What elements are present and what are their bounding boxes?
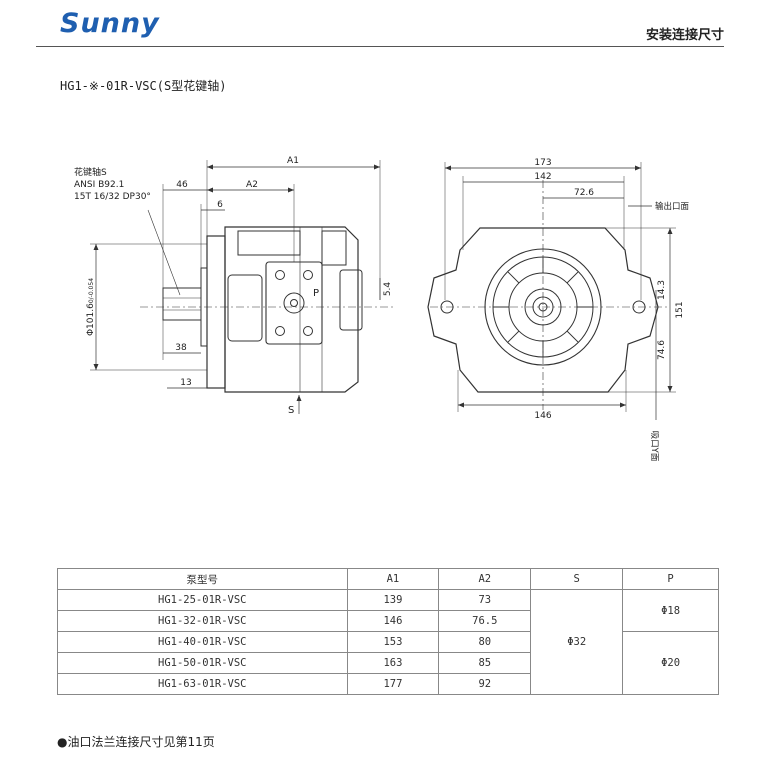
cell-a1: 153 bbox=[346, 631, 440, 653]
port-p-label: P bbox=[313, 288, 319, 299]
dim-74-6: 74.6 bbox=[657, 340, 667, 360]
cell-p-1: Φ18 bbox=[622, 589, 719, 632]
cell-p-2: Φ20 bbox=[622, 631, 719, 695]
dim-151: 151 bbox=[675, 301, 685, 318]
section-title: 安装连接尺寸 bbox=[645, 28, 724, 43]
front-view bbox=[427, 162, 676, 420]
cell-a1: 163 bbox=[346, 652, 440, 674]
dim-38: 38 bbox=[175, 343, 187, 353]
cell-a2: 73 bbox=[438, 589, 532, 611]
shaft-label-3: 15T 16/32 DP30° bbox=[74, 192, 151, 202]
sunny-logo: Sunny bbox=[60, 8, 160, 39]
cell-model: HG1-40-01R-VSC bbox=[57, 631, 348, 653]
table-row: HG1-32-01R-VSC 146 76.5 bbox=[57, 610, 719, 632]
model-title: HG1-※-01R-VSC(S型花键轴) bbox=[60, 79, 227, 93]
dim-13: 13 bbox=[180, 378, 191, 388]
cell-s: Φ32 bbox=[530, 589, 624, 695]
dim-a2: A2 bbox=[246, 180, 258, 190]
header-p: P bbox=[622, 568, 719, 590]
table-row: HG1-25-01R-VSC 139 73 Φ32 Φ18 bbox=[57, 589, 719, 695]
dim-diameter: Φ101.60/-0.054 bbox=[86, 278, 96, 336]
cell-a2: 76.5 bbox=[438, 610, 532, 632]
cell-a2: 85 bbox=[438, 652, 532, 674]
outlet-face-label: 输出口面 bbox=[655, 201, 690, 212]
dim-14-3: 14.3 bbox=[657, 280, 667, 300]
side-view bbox=[90, 160, 395, 414]
dim-173: 173 bbox=[534, 158, 551, 168]
dim-72-6: 72.6 bbox=[574, 188, 594, 198]
cell-model: HG1-32-01R-VSC bbox=[57, 610, 348, 632]
cell-a1: 177 bbox=[346, 673, 440, 695]
table-header-row: 泵型号 A1 A2 S P bbox=[57, 568, 719, 590]
cell-a1: 146 bbox=[346, 610, 440, 632]
cell-model: HG1-50-01R-VSC bbox=[57, 652, 348, 674]
shaft-label-1: 花键轴S bbox=[74, 166, 107, 178]
header-s: S bbox=[530, 568, 624, 590]
cell-a1: 139 bbox=[346, 589, 440, 611]
table-row: HG1-63-01R-VSC 177 92 bbox=[57, 673, 719, 695]
header-divider bbox=[36, 46, 724, 47]
dim-5-4: 5.4 bbox=[383, 282, 393, 297]
shaft-label-2: ANSI B92.1 bbox=[74, 180, 124, 190]
cell-model: HG1-25-01R-VSC bbox=[57, 589, 348, 611]
cell-model: HG1-63-01R-VSC bbox=[57, 673, 348, 695]
dim-142: 142 bbox=[534, 172, 551, 182]
dim-146: 146 bbox=[534, 411, 551, 421]
cell-a2: 92 bbox=[438, 673, 532, 695]
cell-a2: 80 bbox=[438, 631, 532, 653]
footnote: ●油口法兰连接尺寸见第11页 bbox=[57, 735, 215, 749]
header-a2: A2 bbox=[438, 568, 532, 590]
port-s-label: S bbox=[288, 405, 294, 416]
dim-6: 6 bbox=[217, 200, 223, 210]
dim-46: 46 bbox=[176, 180, 188, 190]
technical-drawing: 花键轴S ANSI B92.1 15T 16/32 DP30° A1 A2 46… bbox=[74, 156, 690, 462]
header-a1: A1 bbox=[346, 568, 440, 590]
inlet-face-label: 吸口Y面 bbox=[649, 431, 659, 462]
spec-table: 泵型号 A1 A2 S P HG1-25-01R-VSC 139 73 Φ32 … bbox=[57, 568, 719, 695]
dim-a1: A1 bbox=[287, 156, 299, 166]
header-model: 泵型号 bbox=[57, 568, 348, 590]
